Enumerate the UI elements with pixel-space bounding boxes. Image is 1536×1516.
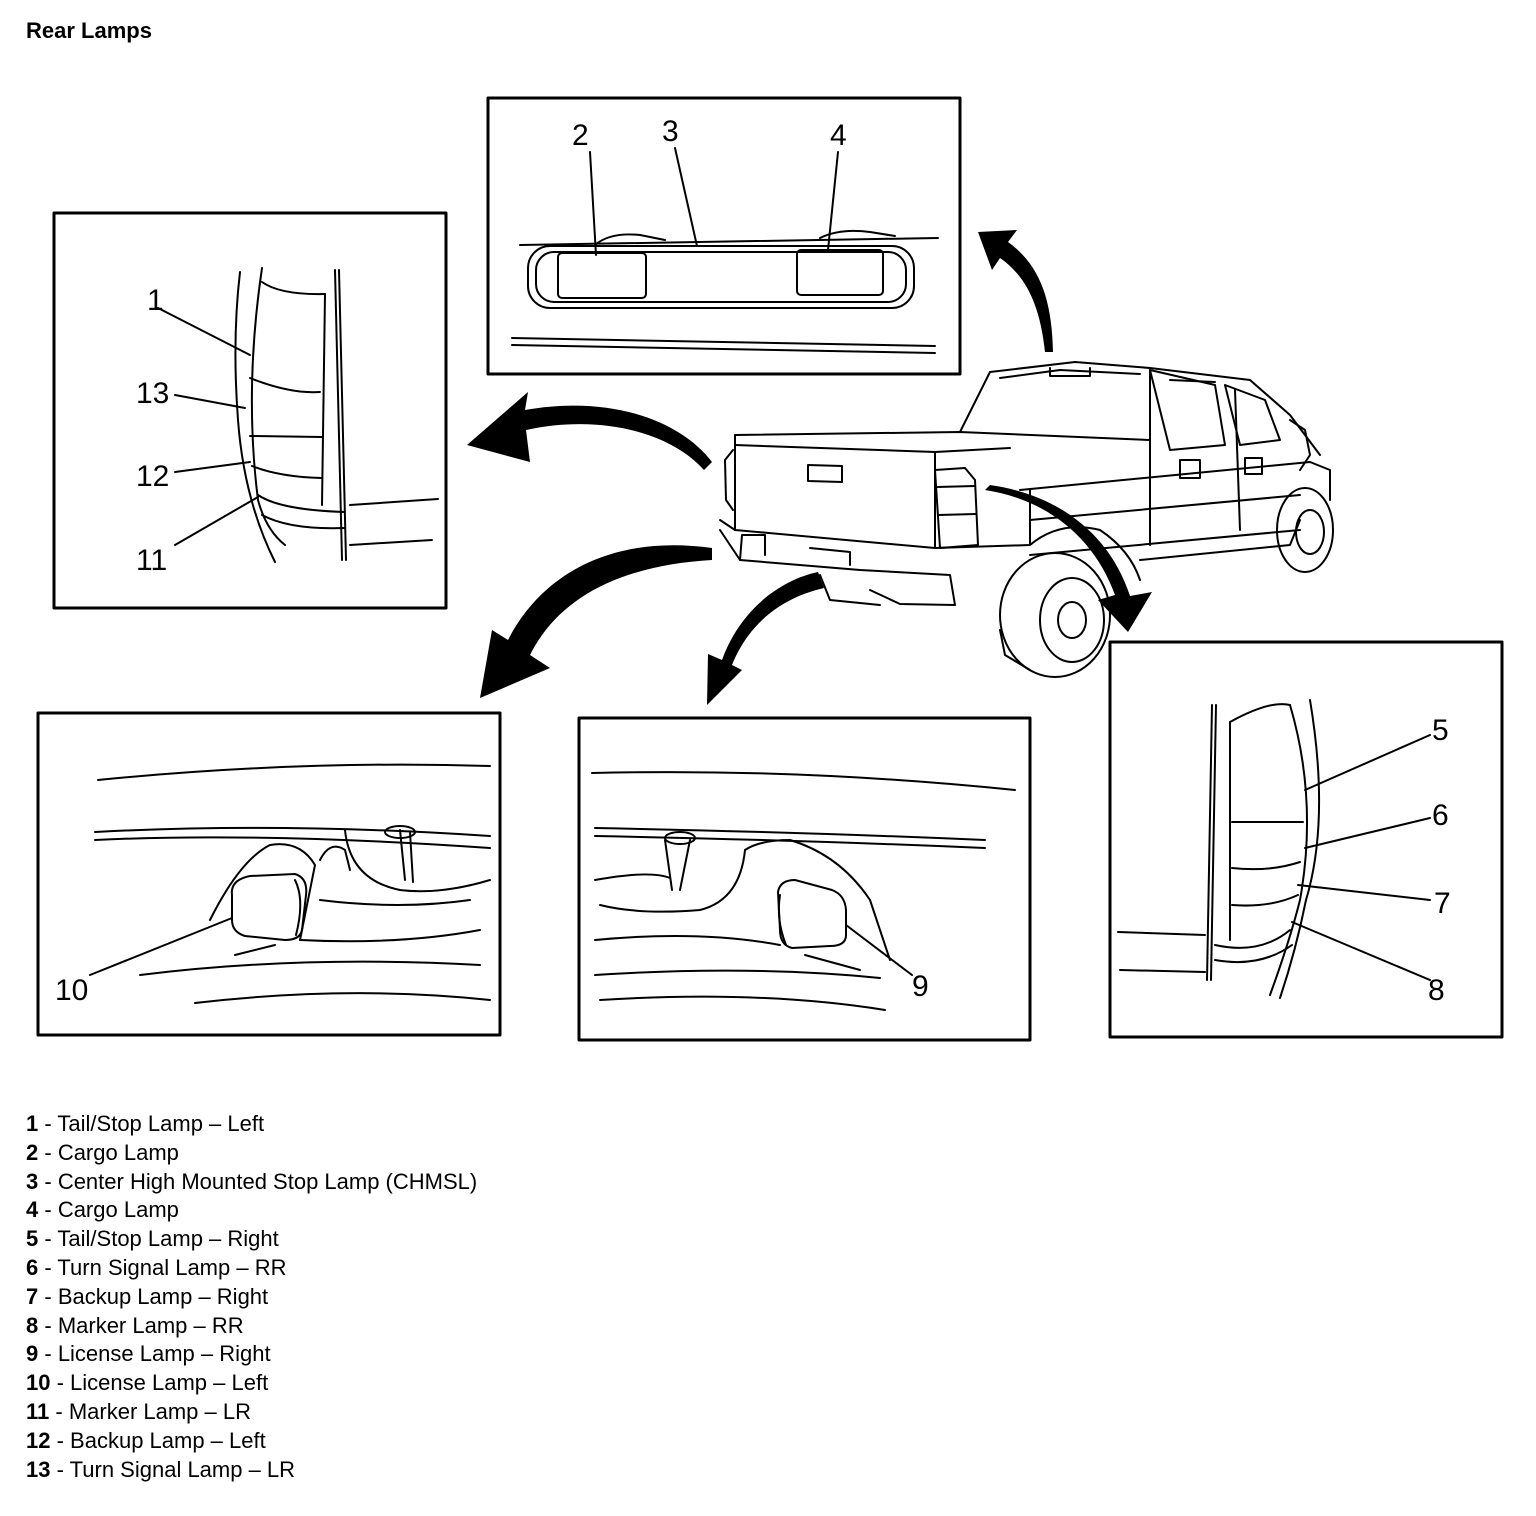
legend-item: 7 - Backup Lamp – Right — [26, 1283, 269, 1309]
license-lamp-left — [230, 873, 308, 941]
arrow-to-right-license — [707, 572, 824, 705]
callout-3: 3 — [662, 115, 679, 148]
legend-item: 11 - Marker Lamp – LR — [26, 1398, 252, 1424]
rear-lamps-diagram: 2 3 4 1 13 12 11 10 9 5 6 7 8 — [36, 96, 1504, 1042]
legend-item: 8 - Marker Lamp – RR — [26, 1312, 244, 1338]
legend-item: 5 - Tail/Stop Lamp – Right — [26, 1226, 279, 1252]
callout-5: 5 — [1432, 714, 1449, 747]
callout-11: 11 — [136, 544, 167, 577]
license-lamp-right — [777, 879, 847, 949]
callout-2: 2 — [572, 119, 589, 152]
legend-item: 3 - Center High Mounted Stop Lamp (CHMSL… — [26, 1168, 478, 1194]
cargo-lamp-left — [557, 252, 647, 299]
legend-item: 9 - License Lamp – Right — [26, 1341, 271, 1367]
arrow-to-right-tail — [985, 485, 1152, 632]
callout-10: 10 — [55, 974, 88, 1007]
detail-box-right-tail-lamp — [1108, 640, 1504, 1039]
cargo-lamp-right — [796, 249, 884, 296]
legend-item: 10 - License Lamp – Left — [26, 1370, 269, 1396]
arrow-to-chmsl — [978, 230, 1053, 352]
detail-box-left-license-lamp — [36, 711, 502, 1037]
legend-item: 1 - Tail/Stop Lamp – Left — [26, 1111, 265, 1136]
legend-item: 4 - Cargo Lamp — [26, 1197, 179, 1223]
detail-box-right-license-lamp — [577, 716, 1032, 1042]
legend-item: 6 - Turn Signal Lamp – RR — [26, 1254, 287, 1280]
callout-13: 13 — [136, 377, 169, 410]
callout-4: 4 — [830, 119, 847, 152]
pickup-truck-illustration — [719, 361, 1334, 678]
legend-item: 13 - Turn Signal Lamp – LR — [26, 1456, 296, 1482]
callout-labels: 2 3 4 1 13 12 11 10 9 5 6 7 8 — [55, 115, 1451, 1007]
arrow-to-left-tail — [467, 392, 712, 470]
callout-8: 8 — [1428, 974, 1445, 1007]
legend-item: 2 - Cargo Lamp — [26, 1139, 179, 1165]
callout-12: 12 — [136, 460, 169, 493]
detail-box-left-tail-lamp — [52, 211, 448, 610]
page-title: Rear Lamps — [26, 18, 152, 43]
pointer-arrows — [467, 230, 1152, 705]
callout-9: 9 — [912, 970, 929, 1003]
legend-item: 12 - Backup Lamp – Left — [26, 1427, 266, 1453]
arrow-to-left-license — [480, 545, 712, 698]
callout-6: 6 — [1432, 799, 1449, 832]
legend: 1 - Tail/Stop Lamp – Left 2 - Cargo Lamp… — [26, 1110, 477, 1484]
callout-7: 7 — [1434, 887, 1451, 920]
callout-1: 1 — [147, 284, 164, 317]
detail-box-chmsl — [486, 96, 962, 376]
